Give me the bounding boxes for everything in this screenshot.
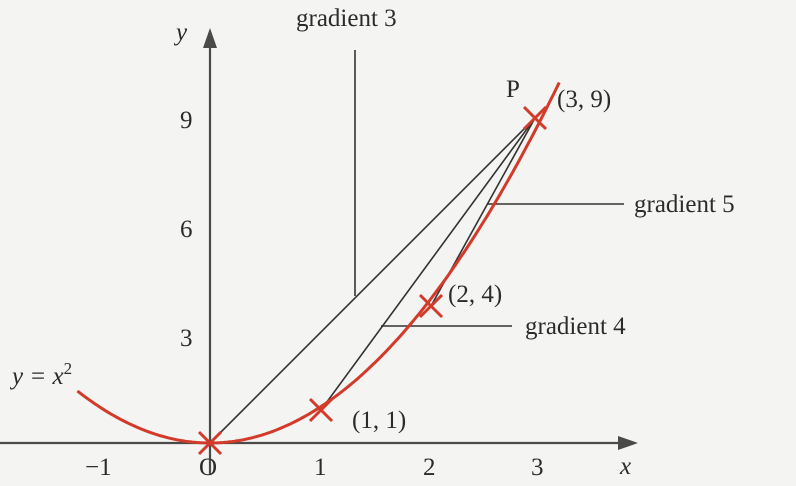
chord-origin-to-p — [209, 117, 536, 444]
curve-equation-label: y = x2 — [9, 359, 72, 390]
x-axis-label: x — [619, 453, 631, 480]
y-tick-label-3: 3 — [180, 325, 193, 352]
x-tick-label-3: 3 — [531, 454, 544, 481]
y-axis-arrowhead — [203, 28, 217, 48]
y-axis-label: y — [173, 19, 188, 46]
gradient-4-label: gradient 4 — [525, 313, 626, 340]
parabola-curve — [76, 81, 561, 445]
point-p-coords: (3, 9) — [557, 86, 611, 113]
point-p-name: P — [506, 76, 520, 103]
point-1-1-label: (1, 1) — [352, 407, 406, 434]
origin-marker — [197, 430, 223, 456]
x-tick-label-2: 2 — [423, 454, 436, 481]
point-2-4-marker — [418, 293, 444, 319]
y-tick-label-6: 6 — [180, 216, 193, 243]
x-axis-arrowhead — [618, 436, 638, 450]
gradient-3-label: gradient 3 — [296, 5, 397, 32]
chord-1-1-to-p — [320, 117, 536, 411]
point-2-4-label: (2, 4) — [448, 281, 502, 308]
point-1-1-marker — [308, 397, 334, 423]
gradient-5-label: gradient 5 — [634, 191, 735, 218]
point-p-marker — [522, 105, 548, 131]
origin-label: O — [199, 454, 217, 481]
y-tick-label-9: 9 — [180, 107, 193, 134]
x-tick-label-1: 1 — [314, 454, 327, 481]
x-tick-label-neg1: −1 — [85, 454, 112, 481]
